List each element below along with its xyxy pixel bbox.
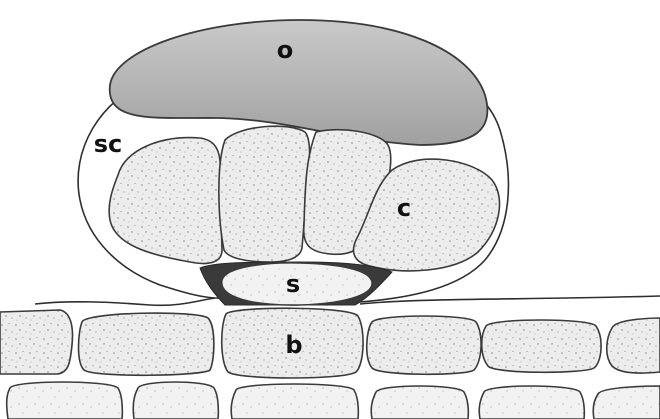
filament-lower-cell-6 <box>593 386 660 419</box>
label-stalk-cell: s <box>286 270 300 298</box>
label-basal-cell: b <box>285 331 302 359</box>
filament-lower-cell-1 <box>7 382 123 419</box>
filament-lower-cell-2 <box>133 382 218 419</box>
filament-lower-cell-5 <box>479 386 584 419</box>
filament-lower-cell-3 <box>231 384 358 419</box>
filament-cell-4 <box>482 320 601 372</box>
filament-cell-3 <box>367 316 481 374</box>
label-cover-cell: c <box>397 194 411 222</box>
label-oogonium: o <box>277 36 294 64</box>
filament-cell-1 <box>79 313 214 375</box>
filament-cell-right-edge <box>607 318 660 373</box>
cover-cell-2 <box>219 126 310 262</box>
filament-cell-left-edge <box>0 310 73 374</box>
label-sheath-cells: sc <box>94 130 123 158</box>
filament-lower-cell-4 <box>371 386 468 419</box>
